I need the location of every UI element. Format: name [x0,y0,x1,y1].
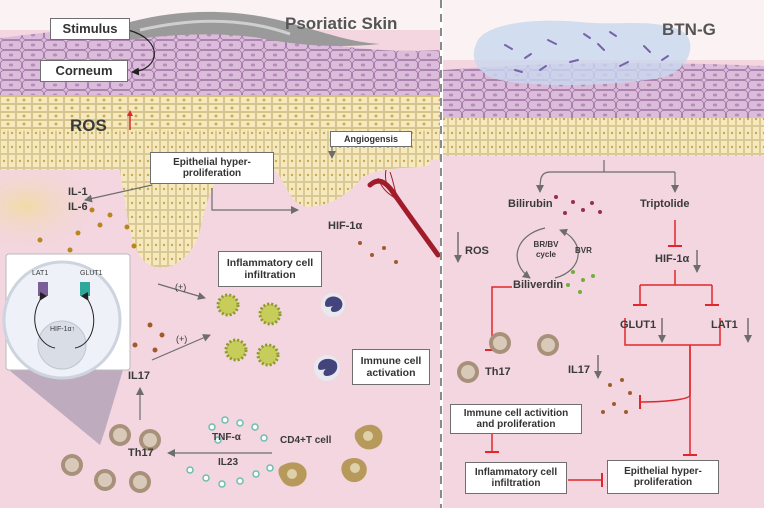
epithelial-box-right: Epithelial hyper-proliferation [607,460,719,494]
bilirubin-dots [554,195,602,215]
biliverdin-dots [566,270,595,294]
inset-hif-label: HIF-1α↑ [50,326,76,333]
btn-g-gel [473,20,691,86]
ros-label-right: ROS [465,245,489,257]
cd4-label: CD4+T cell [280,435,332,446]
il17-dots-right [601,378,632,414]
il17-to-inflammatory-arrow [151,334,211,361]
hif-dots [358,241,398,264]
lat1-label-right: LAT1 [711,319,738,331]
gel-particles [504,31,669,73]
bilirubin-label: Bilirubin [508,198,553,210]
cycle-right-arrow [554,228,579,279]
inflammatory-box: Inflammatory cell infiltration [218,251,322,287]
inflammatory-box-right: Inflammatory cell infiltration [465,462,567,494]
immune-cells [314,293,345,381]
blood-vessel [367,178,441,258]
plus-label-2: (+) [176,334,188,344]
il23-label: IL23 [218,457,239,468]
left-panel [0,0,441,508]
glut1-label-right: GLUT1 [620,319,657,331]
hif-label: HIF-1α [328,220,363,232]
bvr-label: BVR [575,246,592,255]
vessel-branches [377,169,406,211]
stimulus-to-corneum-arrow [127,29,155,76]
to-bilirubin-arrow [536,171,551,193]
left-title: Psoriatic Skin [285,14,398,33]
th17-label-right: Th17 [485,366,511,378]
angiogenesis-box: Angiogensis [330,131,412,147]
il6-label: IL-6 [68,201,88,213]
triptolide-label: Triptolide [640,198,690,210]
biliverdin-to-th17-inhibit [485,286,512,351]
epithelial-box: Epithelial hyper-proliferation [150,152,274,184]
il1-label: IL-1 [68,186,88,198]
il17-label-left: IL17 [128,370,151,382]
lat1-transporter [38,282,48,296]
inset-glut1-label: GLUT1 [80,270,103,277]
il23-molecules [186,464,274,488]
epithelial-to-hif-arrow [211,188,299,214]
inset-lat1-label: LAT1 [32,270,49,277]
cycle-left-arrow [516,227,546,279]
tnf-molecules [208,416,268,444]
il17-label-right: IL17 [568,364,591,376]
epithelial-to-il-arrow [84,184,153,203]
immune-box: Immune cell activation [352,349,430,385]
th17-label-left: Th17 [128,447,154,459]
inflammatory-cells [216,293,282,367]
spinous-layer [0,95,440,131]
cycle-label: BR/BV cycle [533,240,559,259]
right-panel [443,0,764,508]
glut1-transporter [80,282,90,296]
cd4-cells [278,424,383,487]
plaque-scale [130,11,380,47]
th17-cells-right [457,332,559,383]
biliverdin-label: Biliverdin [513,279,564,291]
right-title: BTN-G [662,20,716,39]
plus-label-1: (+) [175,282,187,292]
tnf-label: TNF-α [212,432,241,443]
il-to-inflammatory-arrow [157,283,206,300]
corneum-box: Corneum [40,60,128,82]
right-basal-layer [443,118,764,156]
ros-label: ROS [70,116,107,135]
th17-cells-left [61,424,161,493]
stimulus-box: Stimulus [50,18,130,40]
hif-label-right: HIF-1α [655,253,690,265]
immune-activation-box: Immune cell activition and proliferation [450,404,582,434]
inset-cell [2,260,122,380]
basal-layer [0,131,440,268]
magnifier-cone [9,360,126,445]
